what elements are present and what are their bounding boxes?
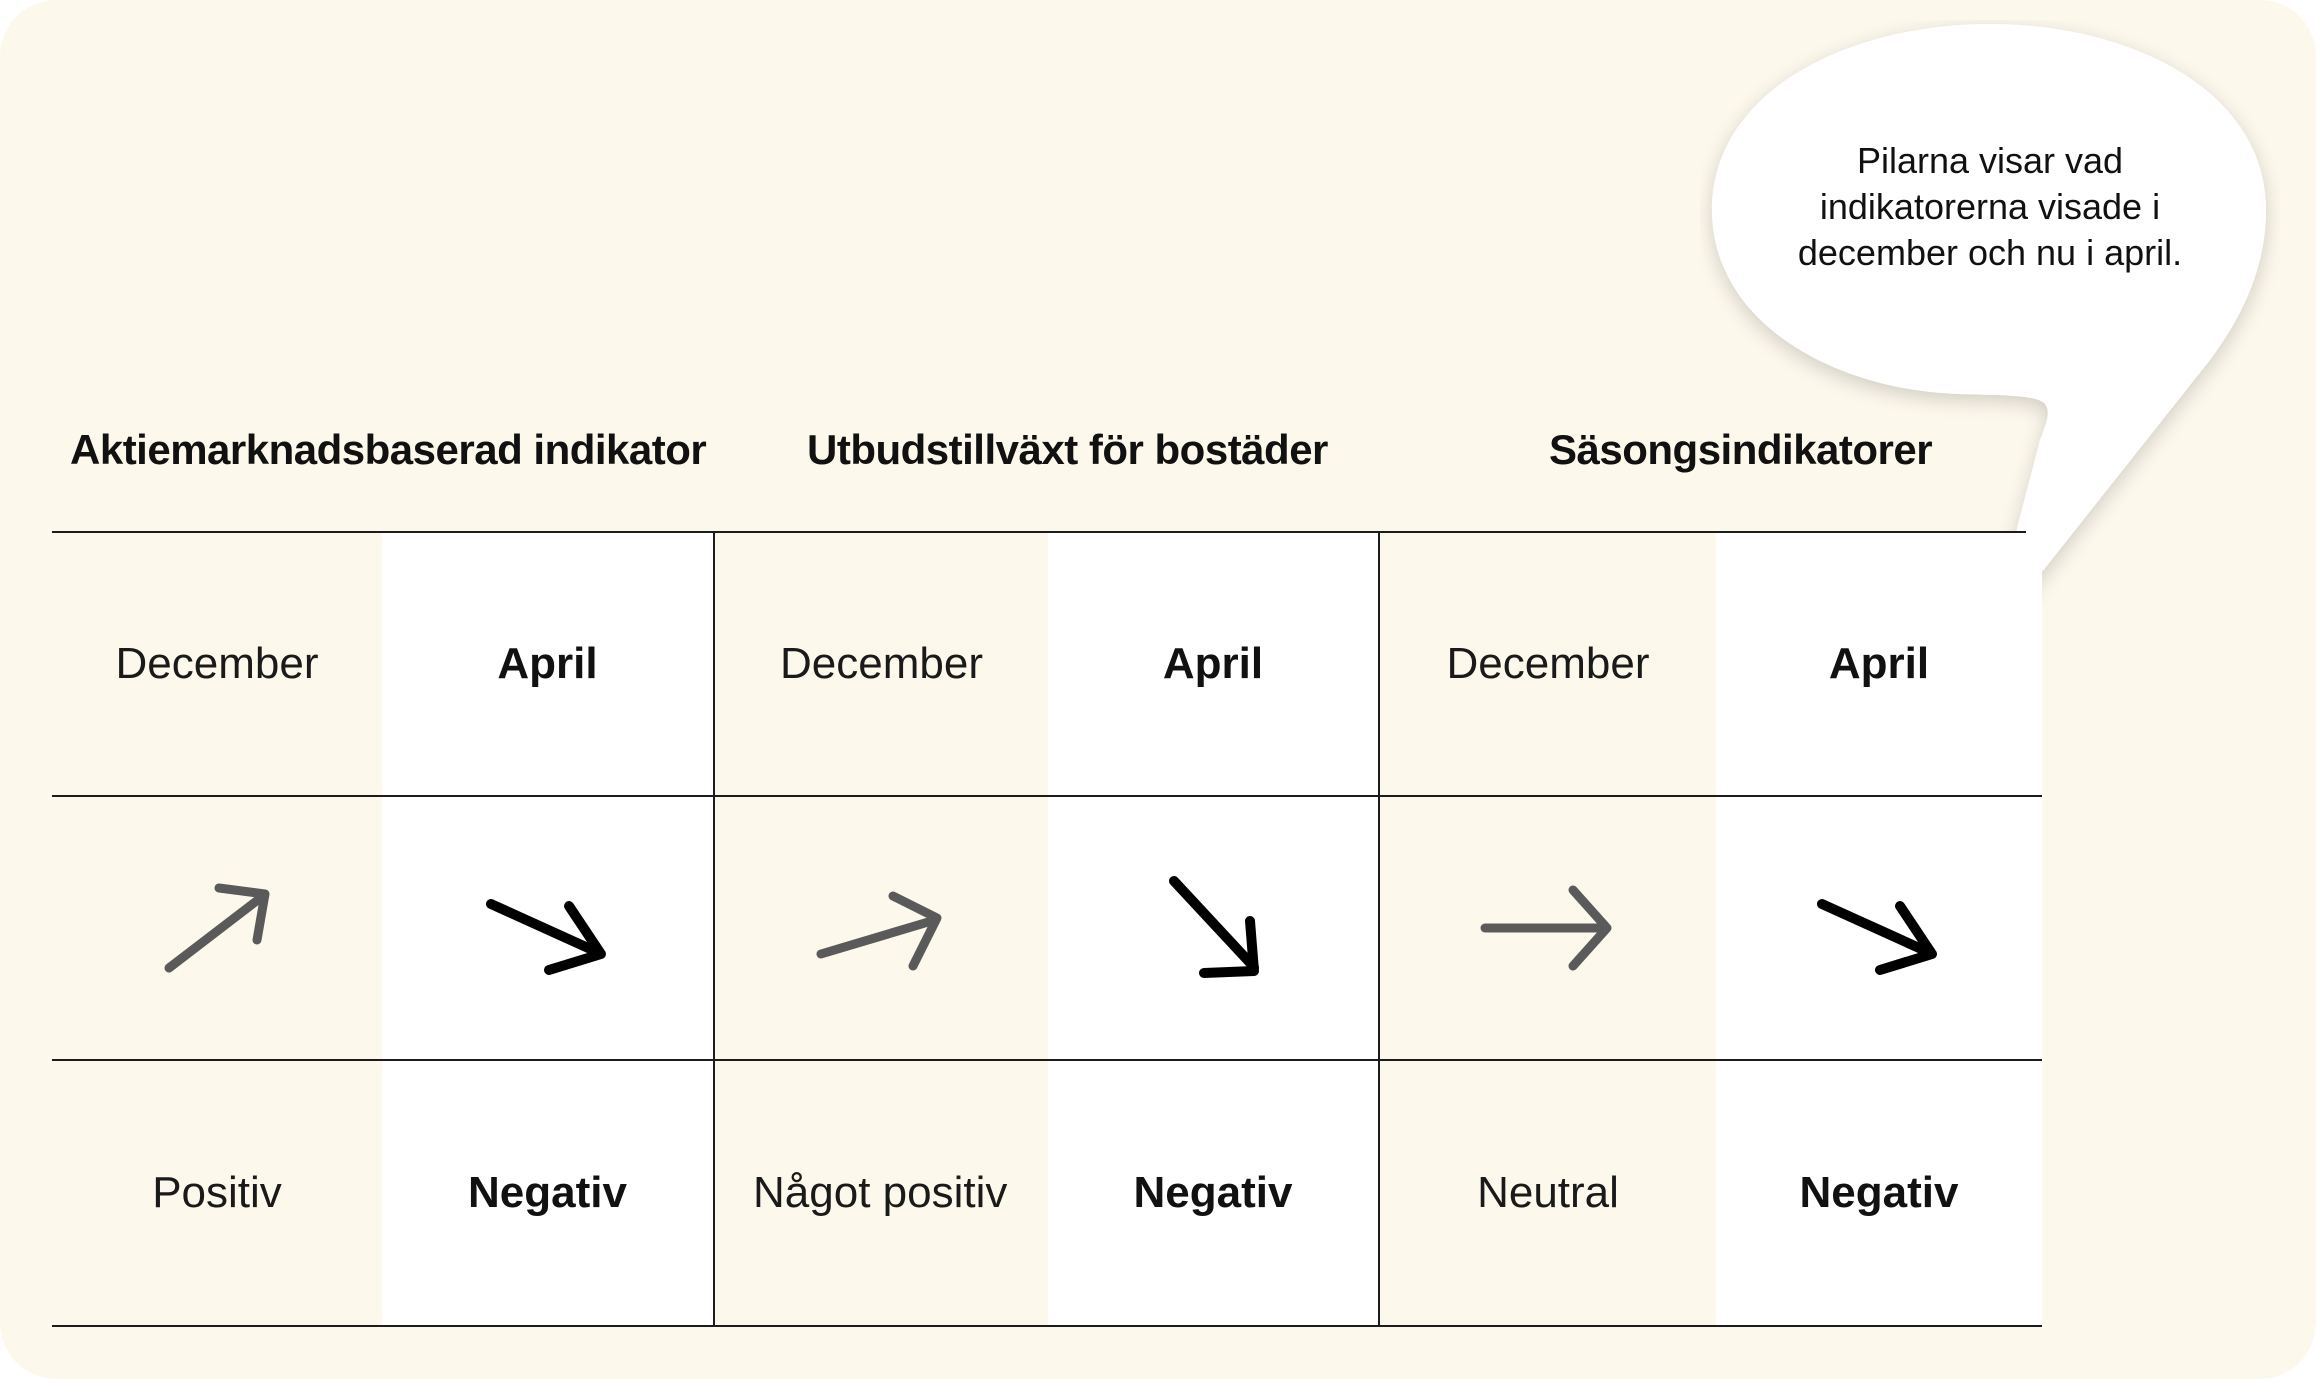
arrow-slight-up-right-icon	[715, 796, 1048, 1060]
column-title-stock-indicator: Aktiemarknadsbaserad indikator	[70, 426, 707, 473]
april-label-3: April	[1716, 532, 2042, 796]
column-title-seasonal: Säsongsindikatorer	[1549, 426, 1933, 473]
december-value-2: Något positiv	[753, 1168, 1008, 1217]
december-label-3: December	[1446, 639, 1650, 688]
april-value-1: Negativ	[382, 1060, 713, 1326]
april-label-1: April	[382, 532, 713, 796]
grid-divider-2	[1378, 531, 1380, 1327]
december-value-3: Neutral	[1477, 1168, 1619, 1217]
grid-line-row-2	[52, 1059, 2042, 1061]
arrow-down-right-icon	[1716, 796, 2042, 1060]
december-label-1: December	[115, 639, 319, 688]
bubble-line-1: Pilarna visar vad	[1856, 140, 2124, 181]
december-value-1: Positiv	[152, 1168, 282, 1217]
grid-line-bottom	[52, 1325, 2042, 1327]
column-title-housing-supply: Utbudstillväxt för bostäder	[807, 426, 1328, 473]
arrow-down-right-steep-icon	[1048, 796, 1378, 1060]
april-value-2: Negativ	[1048, 1060, 1378, 1326]
speech-bubble	[1712, 24, 2266, 640]
arrow-down-right-icon	[382, 796, 713, 1060]
bubble-caption: Pilarna visar vad indikatorerna visade i…	[1760, 138, 2220, 276]
april-label-2: April	[1048, 532, 1378, 796]
grid-divider-1	[713, 531, 715, 1327]
grid-line-row-1	[52, 795, 2042, 797]
grid-line-top	[52, 531, 2026, 533]
bubble-line-3: december och nu i april.	[1797, 232, 2183, 273]
bubble-line-2: indikatorerna visade i	[1819, 186, 2161, 227]
arrow-right-icon	[1380, 796, 1716, 1060]
december-label-2: December	[780, 639, 983, 688]
arrow-up-right-icon	[52, 796, 382, 1060]
april-value-3: Negativ	[1716, 1060, 2042, 1326]
